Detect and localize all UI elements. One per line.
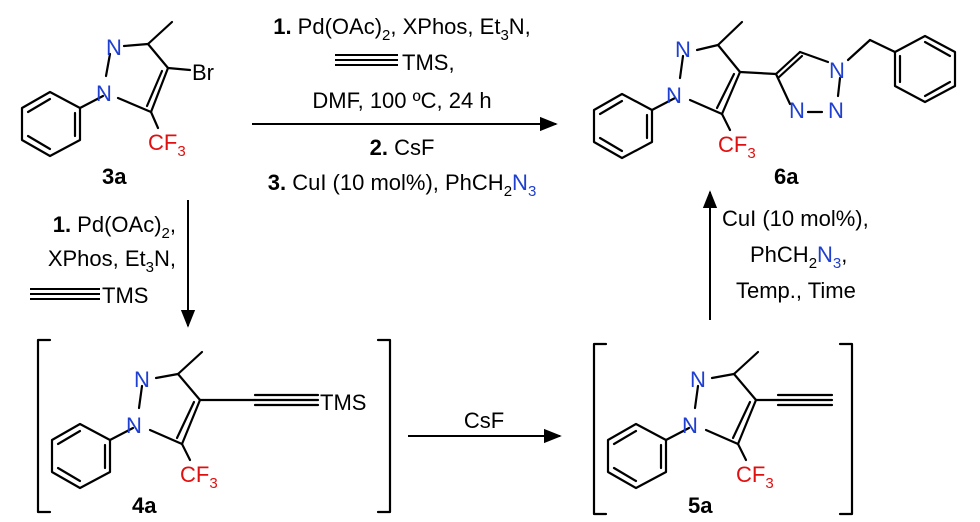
c6a-atom-n2: N	[675, 37, 691, 62]
c6a-label: 6a	[774, 164, 799, 189]
compound-4a-bonds	[50, 350, 320, 490]
right-conditions: CuI (10 mol%), PhCH2N3, Temp., Time	[722, 206, 869, 303]
bottom-cond: CsF	[464, 408, 504, 433]
bracket-4a	[36, 338, 392, 514]
top-cond-line1: 1. Pd(OAc)2, XPhos, Et3N,	[273, 14, 531, 44]
c3a-label: 3a	[102, 164, 127, 189]
c6a-triazole-n3: N	[789, 98, 805, 123]
compound-3a-bonds	[20, 20, 192, 158]
c6a-triazole-n2: N	[828, 98, 844, 123]
compound-5a: N N CF3 5a	[592, 342, 854, 518]
compound-3a: N N Br CF3 3a	[20, 20, 214, 189]
c4a-atom-n2: N	[134, 367, 150, 392]
c6a-triazole-n1: N	[829, 58, 845, 83]
c3a-atom-n2: N	[106, 35, 122, 60]
c4a-label: 4a	[132, 493, 157, 518]
top-cond-line4: 2. CsF	[370, 135, 435, 160]
compound-5a-bonds	[606, 350, 834, 490]
c4a-cf3: CF3	[180, 462, 218, 492]
c3a-bromo: Br	[192, 60, 214, 85]
c6a-cf3: CF3	[718, 132, 756, 162]
top-cond-line5: 3. CuI (10 mol%), PhCH2N3	[268, 170, 537, 200]
c5a-atom-n2: N	[690, 367, 706, 392]
left-alkyne-bond	[30, 288, 100, 300]
c5a-label: 5a	[688, 493, 713, 518]
bracket-5a	[592, 342, 854, 516]
top-conditions: 1. Pd(OAc)2, XPhos, Et3N, TMS, DMF, 100 …	[268, 14, 537, 200]
right-cond-line3: Temp., Time	[736, 278, 856, 303]
c5a-atom-n1: N	[682, 413, 698, 438]
compound-6a: N N N N N CF3 6a	[592, 20, 957, 189]
c6a-atom-n1: N	[666, 83, 682, 108]
right-cond-line2: PhCH2N3,	[750, 242, 847, 272]
left-cond-tms: TMS	[102, 283, 148, 308]
left-cond-line2: XPhos, Et3N,	[48, 246, 176, 276]
top-cond-line3: DMF, 100 ºC, 24 h	[312, 88, 491, 113]
c3a-cf3: CF3	[148, 130, 186, 160]
c3a-atom-n1: N	[96, 81, 112, 106]
compound-4a: N N TMS CF3 4a	[36, 338, 392, 518]
left-cond-line1: 1. Pd(OAc)2,	[53, 212, 176, 242]
c4a-tms: TMS	[320, 390, 366, 415]
compound-6a-bonds	[592, 20, 957, 160]
c5a-cf3: CF3	[736, 462, 774, 492]
top-cond-tms: TMS,	[402, 50, 455, 75]
c4a-atom-n1: N	[126, 413, 142, 438]
top-alkyne-bond	[335, 54, 398, 66]
left-conditions: 1. Pd(OAc)2, XPhos, Et3N, TMS	[30, 212, 176, 308]
right-cond-line1: CuI (10 mol%),	[722, 206, 869, 231]
